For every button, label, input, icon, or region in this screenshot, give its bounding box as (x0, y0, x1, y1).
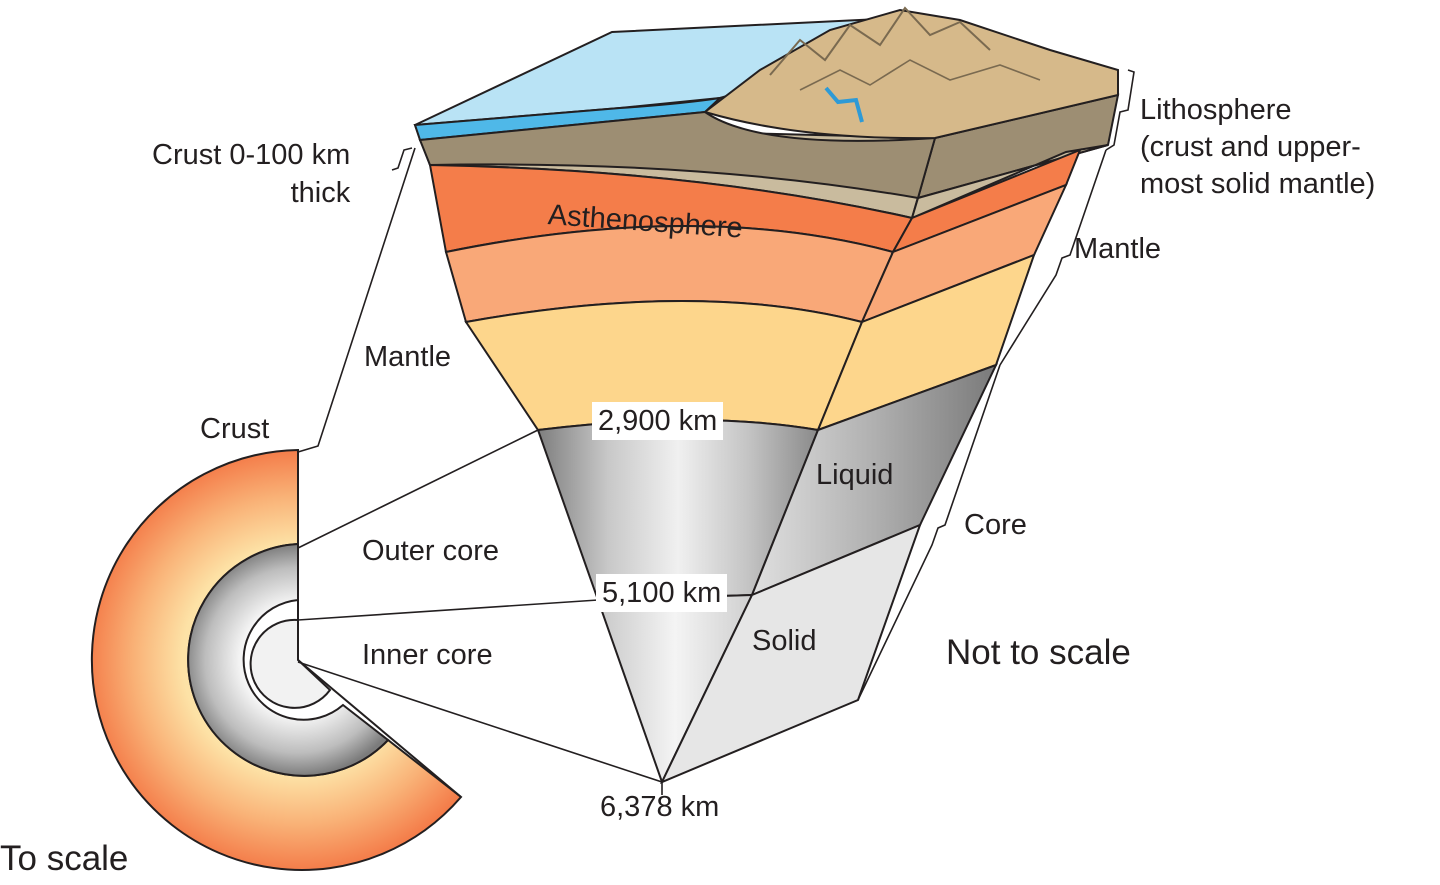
surface (413, 6, 1119, 200)
to-scale-earth (90, 448, 463, 871)
inner-core-label: Inner core (362, 639, 493, 671)
crust-left-label: Crust (200, 413, 270, 445)
core-label: Core (964, 509, 1027, 541)
crust-layers (418, 110, 937, 200)
outer-core-label: Outer core (362, 535, 499, 567)
crust-range-label: Crust 0-100 km thick (152, 139, 351, 209)
liquid-label: Liquid (816, 459, 894, 491)
lithosphere-label: Lithosphere (crust and upper- most solid… (1140, 94, 1376, 200)
mantle-left-label: Mantle (364, 341, 452, 373)
solid-label: Solid (752, 625, 817, 657)
brackets (391, 69, 1135, 701)
to-scale-label: To scale (0, 839, 129, 878)
leader-lines (297, 147, 663, 783)
depth-5100-label: 5,100 km (596, 574, 728, 612)
not-to-scale-label: Not to scale (946, 633, 1131, 672)
small-outer-core (187, 542, 390, 777)
river (824, 86, 864, 123)
right-face (659, 93, 1120, 784)
small-inner-core (249, 618, 332, 709)
land-surface (702, 8, 1119, 140)
mantle-right-label: Mantle (1074, 233, 1162, 265)
depth-2900-label: 2,900 km (592, 402, 724, 440)
depth-6378-label: 6,378 km (600, 791, 720, 823)
